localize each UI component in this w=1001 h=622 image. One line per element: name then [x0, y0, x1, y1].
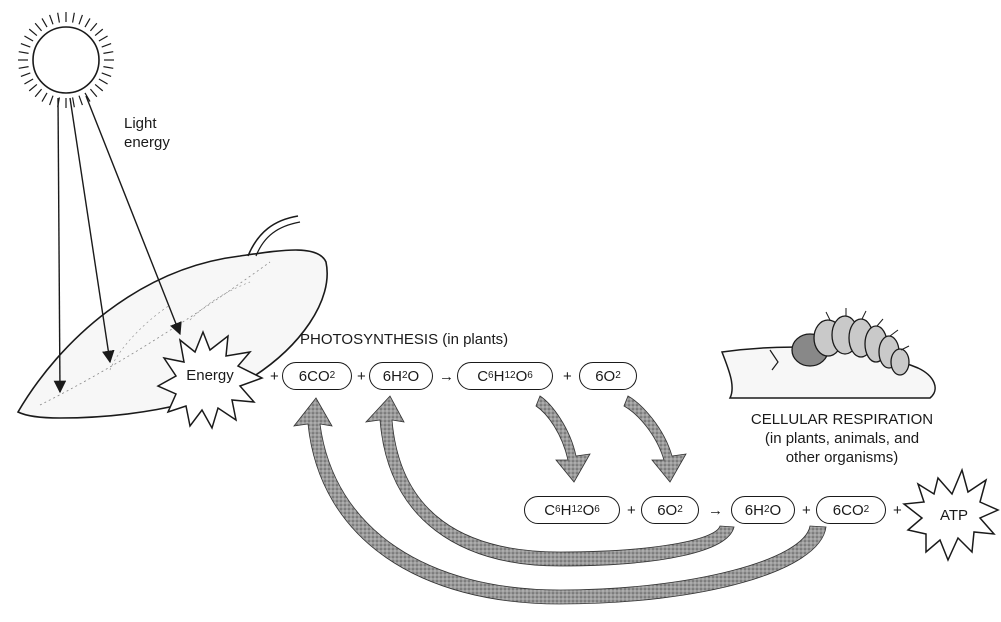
sun-ray: [94, 83, 104, 92]
sun-ray: [101, 43, 112, 48]
sun-ray: [72, 97, 75, 108]
sun-ray: [24, 78, 34, 85]
respiration-label: CELLULAR RESPIRATION (in plants, animals…: [732, 410, 952, 467]
formula-element: H: [493, 367, 505, 385]
sun-ray: [98, 35, 108, 42]
sun-ray: [84, 92, 91, 102]
sun-ray: [34, 88, 43, 98]
atp-burst: [902, 467, 1000, 562]
formula-element: O: [515, 367, 528, 385]
formula-element: CO: [841, 501, 864, 519]
respiration-label-line2: (in plants, animals, and: [764, 430, 920, 447]
formula-element: O: [407, 367, 420, 385]
formula-element: O: [665, 501, 678, 519]
atp-label: ATP: [939, 507, 969, 524]
yields-arrow: →: [439, 368, 454, 385]
respiration-label-line1: CELLULAR RESPIRATION: [750, 411, 934, 428]
formula-element: CO: [307, 367, 330, 385]
formula-coefficient: 6: [832, 501, 842, 519]
sun-ray: [72, 12, 75, 23]
sun-ray: [103, 66, 114, 69]
light-energy-label: Light energy: [124, 114, 170, 152]
sun-ray: [28, 28, 38, 37]
sun-ray: [18, 51, 29, 54]
formula-coefficient: 6: [298, 367, 308, 385]
plus-sign: +: [627, 502, 636, 519]
formula-element: O: [769, 501, 782, 519]
sun-ray: [20, 43, 31, 48]
sun-ray: [84, 18, 91, 28]
formula-element: H: [753, 501, 764, 519]
plus-sign: +: [270, 368, 279, 385]
plus-sign: +: [893, 502, 902, 519]
sun-ray: [49, 95, 54, 106]
sun-ray: [89, 88, 98, 98]
sun-ray: [78, 95, 83, 106]
sun-ray: [24, 35, 34, 42]
caterpillar-illustration: [720, 308, 936, 399]
sun-ray: [18, 66, 29, 69]
sun-ray: [34, 22, 43, 32]
light-energy-label-line1: Light: [124, 115, 157, 132]
sun-ray: [89, 22, 98, 32]
cycle-arrows: [293, 395, 827, 605]
formula-element: C: [477, 367, 489, 385]
photosynthesis-label: PHOTOSYNTHESIS (in plants): [300, 331, 509, 348]
formula-coefficient: 6: [382, 367, 392, 385]
sun-ray: [28, 83, 38, 92]
formula-element: O: [582, 501, 595, 519]
plus-sign: +: [563, 368, 572, 385]
yields-arrow: →: [708, 502, 723, 519]
sun-ray: [101, 72, 112, 77]
sun-ray: [57, 12, 60, 23]
formula-element: H: [560, 501, 572, 519]
sun-ray: [20, 72, 31, 77]
sun-ray: [41, 18, 48, 28]
formula-element: O: [603, 367, 616, 385]
formula-element: C: [544, 501, 556, 519]
light-rays-arrows: [53, 95, 182, 394]
formula-coefficient: 6: [595, 367, 604, 385]
formula-element: H: [391, 367, 402, 385]
sun-ray: [103, 51, 114, 54]
plus-sign: +: [357, 368, 366, 385]
sun-ray: [41, 92, 48, 102]
light-energy-label-line2: energy: [124, 134, 170, 151]
sun-ray: [94, 28, 104, 37]
sun-icon: [18, 12, 114, 108]
energy-label: Energy: [186, 367, 234, 384]
energy-burst: [156, 329, 264, 430]
formula-coefficient: 6: [744, 501, 754, 519]
formula-coefficient: 6: [657, 501, 666, 519]
sun-ray: [78, 14, 83, 25]
plus-sign: +: [802, 502, 811, 519]
respiration-label-line3: other organisms): [785, 449, 899, 466]
sun-ray: [98, 78, 108, 85]
sun-ray: [49, 14, 54, 25]
